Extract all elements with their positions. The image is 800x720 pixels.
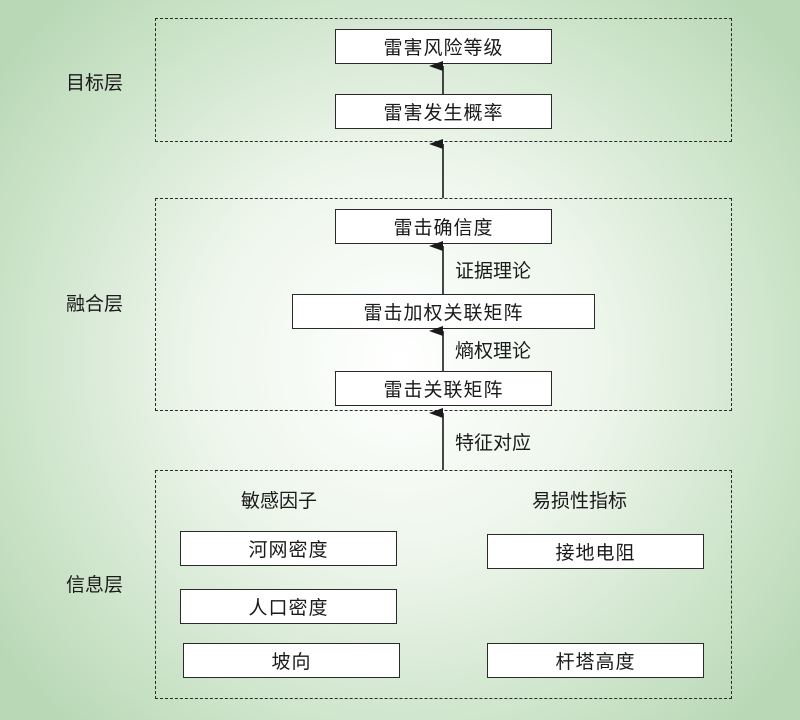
target-layer-label: 目标层 [66,72,124,94]
info-layer-label: 信息层 [66,574,124,596]
fusion-layer-label: 融合层 [66,293,124,315]
ground-resistance-node: 接地电阻 [487,534,704,569]
river-density-node: 河网密度 [180,531,397,566]
feature-mapping-label: 特征对应 [455,432,532,454]
fusion-layer-box [155,198,732,411]
risk-level-node: 雷害风险等级 [335,29,552,64]
sensitive-factors-heading: 敏感因子 [241,490,318,512]
weighted-matrix-node: 雷击加权关联矩阵 [292,294,595,329]
info-layer-box [155,470,732,699]
matrix-node: 雷击关联矩阵 [335,371,552,406]
slope-aspect-node: 坡向 [183,643,400,678]
population-density-node: 人口密度 [180,589,397,624]
tower-height-node: 杆塔高度 [487,643,704,678]
evidence-theory-label: 证据理论 [455,260,532,282]
confidence-node: 雷击确信度 [335,209,552,244]
entropy-weight-label: 熵权理论 [455,340,532,362]
target-layer-box [155,18,732,142]
vulnerability-indicators-heading: 易损性指标 [532,490,628,512]
probability-node: 雷害发生概率 [335,94,552,129]
